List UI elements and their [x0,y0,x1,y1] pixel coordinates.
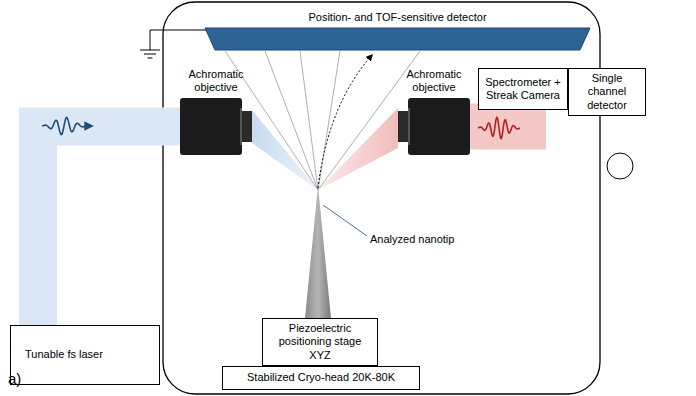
callout-label: Analyzed nanotip [370,233,454,245]
node-label: Single channel detector [573,72,641,112]
ion-trajectories [225,51,420,190]
leader-line [323,205,367,236]
detector-plate: Position- and TOF-sensitive detector [205,28,590,50]
spectrometer-box: Spectrometer + Streak Camera [478,68,568,110]
vacuum-chamber [163,2,600,394]
objective-lens: Achromatic objective [398,98,470,155]
emitted-pulse [478,117,520,138]
beam-path [38,127,180,326]
node-label: Position- and TOF-sensitive detector [308,11,486,24]
laser-pulse [42,117,92,134]
node-label: Stabilized Cryo-head 20K-80K [247,371,395,384]
laser-box: Tunable fs laser [10,325,160,385]
node-label: Piezoelectric positioning stage XYZ [267,322,373,362]
collected-light-cone [318,108,398,190]
ground-symbol [140,30,207,58]
nanotip-shape [305,186,331,318]
ion-trajectory-arrow [318,55,372,188]
objective-lens-outline [398,98,470,155]
detector-circle [607,153,633,179]
focused-beam-cone [252,110,318,190]
objective-lens-outline [180,98,252,155]
node-label: Achromatic objective [392,68,476,94]
detector-box: Single channel detector [568,68,646,116]
detector-plate-outline [205,28,590,50]
node-label: Tunable fs laser [25,348,103,361]
node-label: Spectrometer + Streak Camera [483,76,563,102]
node-label: Achromatic objective [174,68,258,94]
cryo-box: Stabilized Cryo-head 20K-80K [222,366,420,390]
stage-box: Piezoelectric positioning stage XYZ [262,318,378,366]
panel-label: a) [8,370,21,387]
objective-lens: Achromatic objective [180,98,252,155]
